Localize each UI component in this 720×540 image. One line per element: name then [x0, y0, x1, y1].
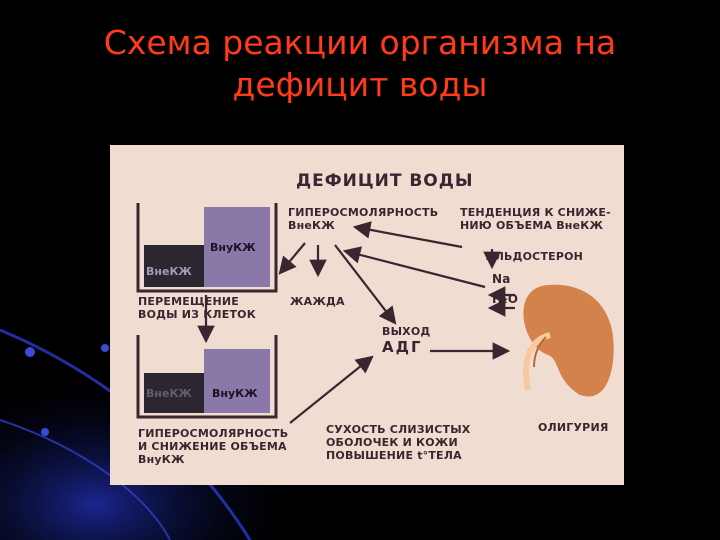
adh-line-1: ВЫХОД [382, 325, 431, 338]
dryness-label: СУХОСТЬ СЛИЗИСТЫХ ОБОЛОЧЕК И КОЖИ ПОВЫШЕ… [326, 423, 470, 462]
oliguria-label: ОЛИГУРИЯ [538, 421, 609, 434]
slide-title-line-1: Схема реакции организма на [103, 23, 617, 62]
water-movement-label: ПЕРЕМЕЩЕНИЕ ВОДЫ ИЗ КЛЕТОК [138, 295, 256, 321]
diagram-heading: ДЕФИЦИТ ВОДЫ [296, 171, 474, 191]
volume-tendency-label: ТЕНДЕНЦИЯ К СНИЖЕ- НИЮ ОБЪЕМА ВнеКЖ [460, 206, 611, 232]
diagram-artwork [136, 203, 614, 424]
kidney-icon [523, 284, 614, 397]
adh-label: ВЫХОД АДГ [382, 325, 430, 356]
dryness-line-2: ОБОЛОЧЕК И КОЖИ [326, 436, 458, 449]
water-label: H₂O [492, 292, 519, 306]
water-movement-line-2: ВОДЫ ИЗ КЛЕТОК [138, 308, 256, 321]
bottom-hyperosmolarity-line-1: ГИПЕРОСМОЛЯРНОСТЬ [138, 427, 289, 440]
tank-top-extracellular-label: ВнеКЖ [146, 265, 192, 278]
tank-top [136, 203, 278, 293]
bottom-hyperosmolarity-line-3: ВнуКЖ [138, 453, 185, 466]
tank-bottom-extracellular-label: ВнеКЖ [146, 387, 192, 400]
sodium-label: Na [492, 272, 511, 286]
slide-title-line-2: дефицит воды [232, 65, 488, 104]
bottom-hyperosmolarity-line-2: И СНИЖЕНИЕ ОБЪЕМА [138, 440, 287, 453]
slide-title: Схема реакции организма на дефицит воды [0, 22, 720, 106]
tank-bottom [136, 335, 278, 419]
tank-top-intracellular-label: ВнуКЖ [210, 241, 256, 254]
tank-bottom-intracellular-label: ВнуКЖ [212, 387, 258, 400]
hyperosmolarity-label: ГИПЕРОСМОЛЯРНОСТЬ ВнеКЖ [288, 206, 438, 232]
diagram-panel: ДЕФИЦИТ ВОДЫ ГИПЕРОСМОЛЯРНОСТЬ ВнеКЖ ТЕН… [110, 145, 624, 485]
thirst-label: ЖАЖДА [290, 295, 345, 308]
adh-line-2: АДГ [382, 338, 423, 356]
hyperosmolarity-line-2: ВнеКЖ [288, 219, 335, 232]
water-movement-line-1: ПЕРЕМЕЩЕНИЕ [138, 295, 239, 308]
bottom-hyperosmolarity-label: ГИПЕРОСМОЛЯРНОСТЬ И СНИЖЕНИЕ ОБЪЕМА ВнуК… [138, 427, 288, 466]
dryness-line-3: ПОВЫШЕНИЕ t°ТЕЛА [326, 449, 462, 462]
aldosterone-label: АЛЬДОСТЕРОН [486, 250, 584, 263]
volume-tendency-line-2: НИЮ ОБЪЕМА ВнеКЖ [460, 219, 604, 232]
diagram-arrows [197, 221, 515, 424]
dryness-line-1: СУХОСТЬ СЛИЗИСТЫХ [326, 423, 471, 436]
hyperosmolarity-line-1: ГИПЕРОСМОЛЯРНОСТЬ [288, 206, 439, 219]
volume-tendency-line-1: ТЕНДЕНЦИЯ К СНИЖЕ- [460, 206, 611, 219]
